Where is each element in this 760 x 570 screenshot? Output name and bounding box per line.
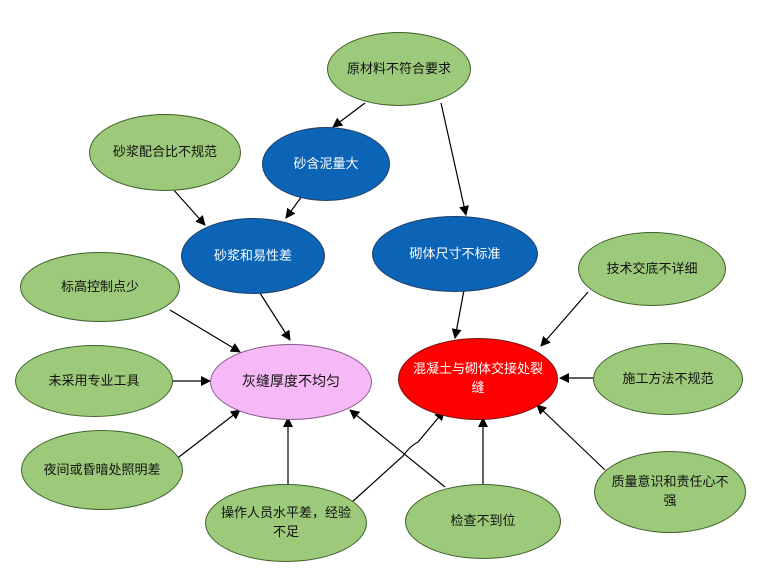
node-operator-skill: 操作人员水平差，经验不足 [205, 484, 367, 562]
node-night-light: 夜间或昏暗处照明差 [21, 430, 183, 510]
node-no-tools: 未采用专业工具 [15, 345, 173, 417]
arrow-block-size-to-crack [451, 289, 465, 339]
node-crack: 混凝土与砌体交接处裂缝 [398, 338, 558, 420]
node-raw-material: 原材料不符合要求 [327, 32, 471, 106]
arrow-raw-material-to-sand-mud [332, 102, 366, 128]
node-inspection: 检查不到位 [405, 484, 561, 559]
arrow-tech-to-crack [540, 291, 589, 347]
arrow-workability-to-joint [257, 289, 291, 341]
node-joint-uneven: 灰缝厚度不均匀 [210, 344, 372, 420]
arrow-raw-material-to-block-size [440, 102, 469, 216]
node-construction-method: 施工方法不规范 [593, 343, 743, 415]
arrow-sand-mud-to-workability [285, 195, 303, 219]
arrow-operator-to-crack [351, 410, 445, 503]
node-sand-mud: 砂含泥量大 [262, 127, 390, 201]
node-mortar-workability: 砂浆和易性差 [181, 218, 325, 294]
arrow-quality-to-crack [536, 404, 606, 471]
node-quality-awareness: 质量意识和责任心不强 [594, 451, 746, 533]
node-tech-disclosure: 技术交底不详细 [578, 232, 726, 306]
arrow-night-light-to-joint [174, 409, 241, 461]
node-mortar-ratio: 砂浆配合比不规范 [89, 114, 241, 191]
node-elevation-points: 标高控制点少 [20, 252, 180, 322]
arrow-inspection-to-joint [349, 409, 446, 488]
node-block-size: 砌体尺寸不标准 [372, 216, 538, 292]
arrow-elevation-to-joint [169, 309, 241, 353]
arrow-mortar-ratio-to-workability [171, 187, 206, 226]
